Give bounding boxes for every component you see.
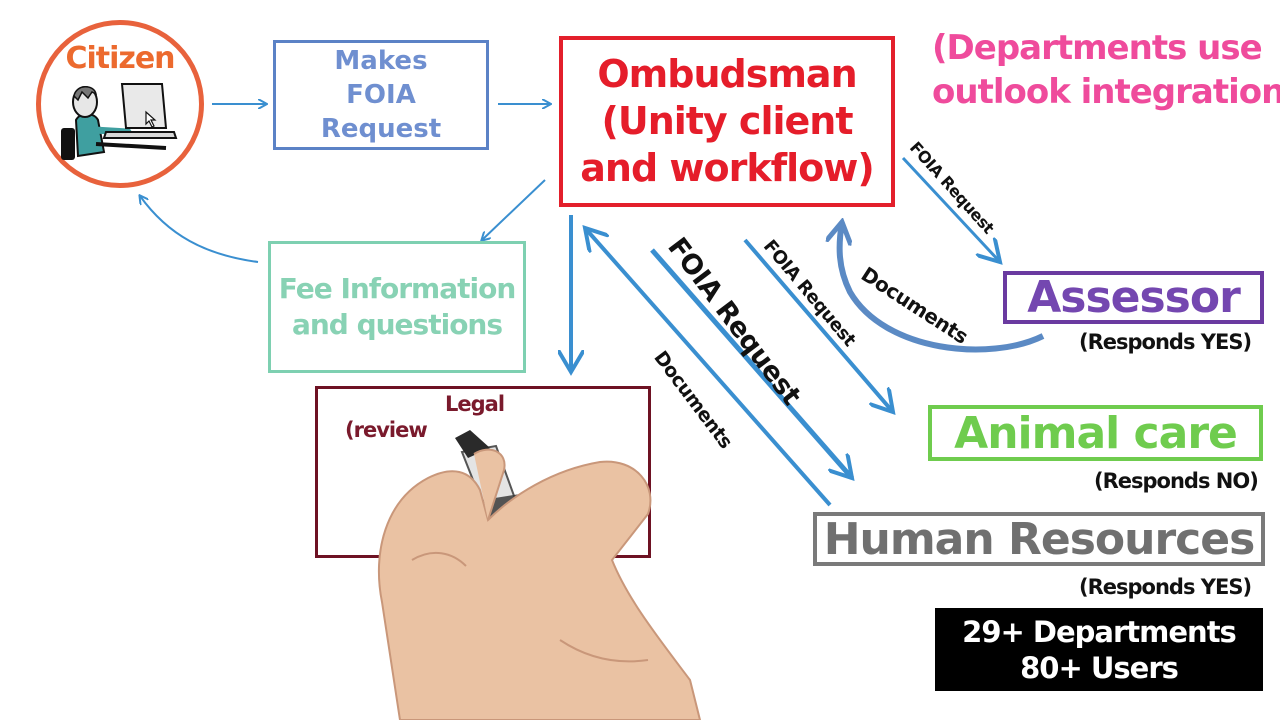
ombudsman-node: Ombudsman (Unity client and workflow) [559, 36, 895, 207]
makes-line-2: FOIA [346, 80, 416, 110]
departments-note: (Departments use outlook integration) [932, 26, 1280, 114]
animal-care-response: (Responds NO) [1094, 469, 1259, 493]
stats-line-1: 29+ Departments [962, 614, 1237, 649]
animal-care-node: Animal care [928, 405, 1263, 461]
citizen-node: Citizen [36, 20, 204, 188]
ombudsman-line-2: (Unity client [601, 99, 853, 143]
assessor-node: Assessor [1003, 271, 1264, 324]
ombudsman-line-1: Ombudsman [597, 52, 857, 96]
arrow-fee-to-citizen [140, 196, 259, 263]
human-resources-response: (Responds YES) [1079, 575, 1252, 599]
departments-note-line-1: (Departments use [932, 28, 1263, 68]
arrow-ombudsman-to-assessor [901, 156, 1000, 262]
arrow-assessor-to-ombudsman [840, 222, 1045, 353]
fee-line-2: and questions [291, 308, 503, 341]
departments-note-line-2: outlook integration) [932, 72, 1280, 112]
arrow-ombudsman-to-animal [743, 238, 893, 412]
assessor-name: Assessor [1027, 272, 1241, 323]
legal-label: Legal [445, 392, 505, 416]
arrow-hr-to-ombudsman [585, 228, 832, 507]
fee-information-node: Fee Information and questions [268, 241, 526, 373]
citizen-label: Citizen [65, 41, 175, 76]
stats-banner: 29+ Departments 80+ Users [935, 608, 1263, 691]
makes-line-1: Makes [334, 46, 428, 76]
human-resources-node: Human Resources [813, 512, 1265, 566]
human-resources-name: Human Resources [823, 513, 1256, 565]
arrow-ombudsman-to-fee [482, 179, 546, 240]
stats-line-2: 80+ Users [1020, 650, 1179, 685]
makes-line-3: Request [320, 114, 442, 144]
citizen-at-computer-icon [61, 83, 178, 160]
ombudsman-line-3: and workflow) [580, 146, 874, 190]
arrow-ombudsman-to-hr [650, 248, 852, 478]
makes-foia-request-node: Makes FOIA Request [273, 40, 489, 150]
animal-care-name: Animal care [954, 407, 1238, 459]
legal-review-text: (review [345, 418, 428, 442]
assessor-response: (Responds YES) [1079, 330, 1252, 354]
fee-line-1: Fee Information [278, 272, 517, 305]
